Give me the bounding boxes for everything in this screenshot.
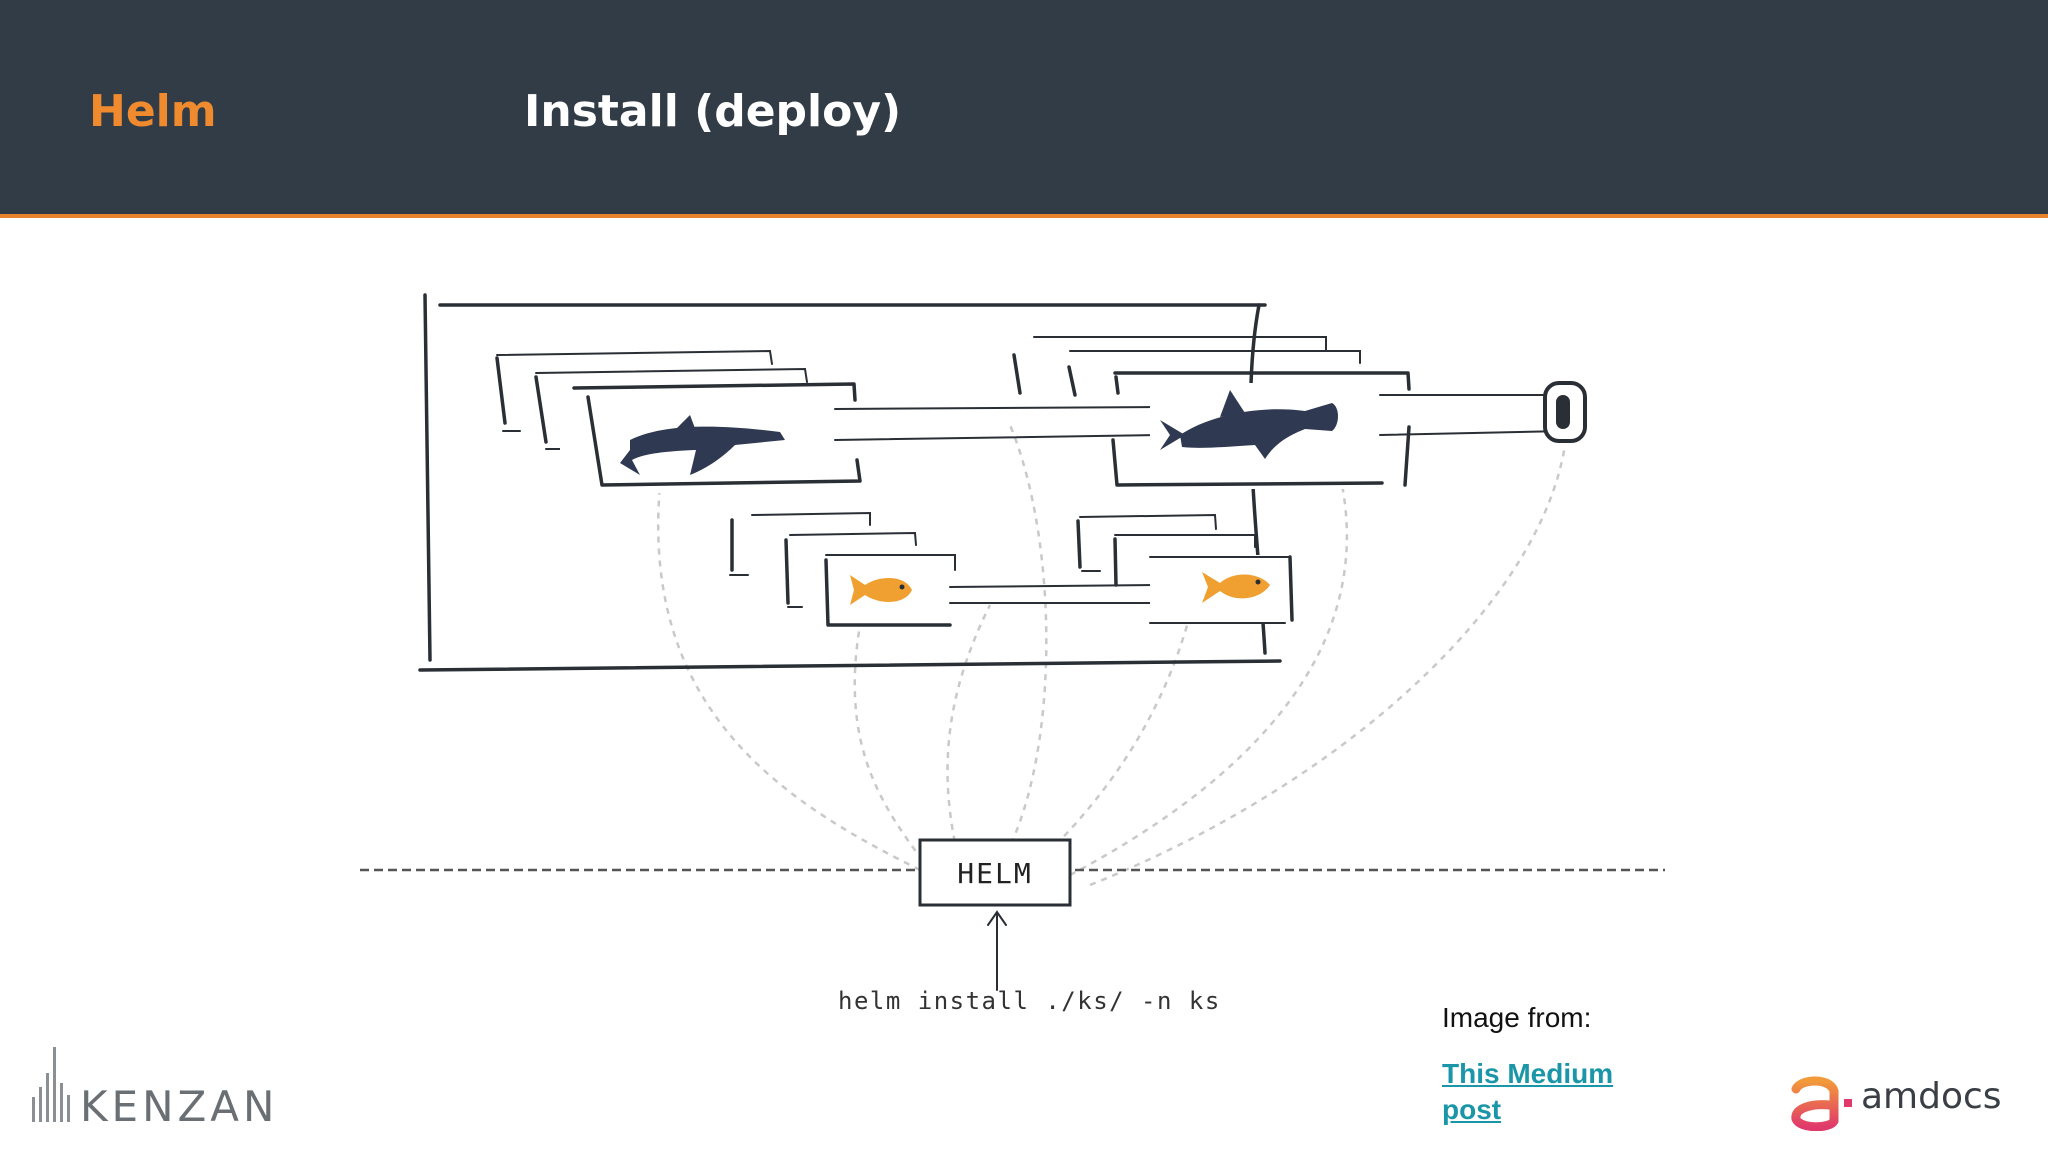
fish-deployment-left [729,511,956,627]
hammerhead-shark-icon [1160,390,1338,459]
amdocs-logo-text: amdocs [1861,1076,2002,1117]
kenzan-logo-mark [32,1047,70,1122]
fish-icon [1202,572,1270,603]
shark-deployment-right [1012,336,1411,489]
image-credit-caption: Image from: [1442,1002,1592,1033]
helm-command: helm install ./ks/ -n ks [838,987,1221,1015]
fish-icon [850,575,912,605]
kenzan-logo-text: KENZAN [80,1082,279,1131]
slide-title: Install (deploy) [524,86,902,137]
helm-box-label: HELM [957,857,1032,890]
connection-lines [657,424,1567,887]
shark-service-link [834,406,1161,441]
fish-deployment-right [1076,513,1294,624]
command-arrow [987,910,1007,991]
section-label: Helm [89,86,217,137]
fish-service-link [949,584,1156,604]
shark-icon [620,415,785,475]
helm-install-diagram: HELM helm install ./ks/ -n ks [360,293,1665,1015]
helm-box: HELM [918,838,1072,907]
medium-post-link[interactable]: This Medium post [1442,1058,1614,1125]
slide-header [0,0,2048,214]
header-accent-rule [0,214,2048,218]
amdocs-logo-mark [1791,1076,1852,1131]
shark-deployment-left [495,349,862,493]
external-endpoint [1379,381,1587,443]
